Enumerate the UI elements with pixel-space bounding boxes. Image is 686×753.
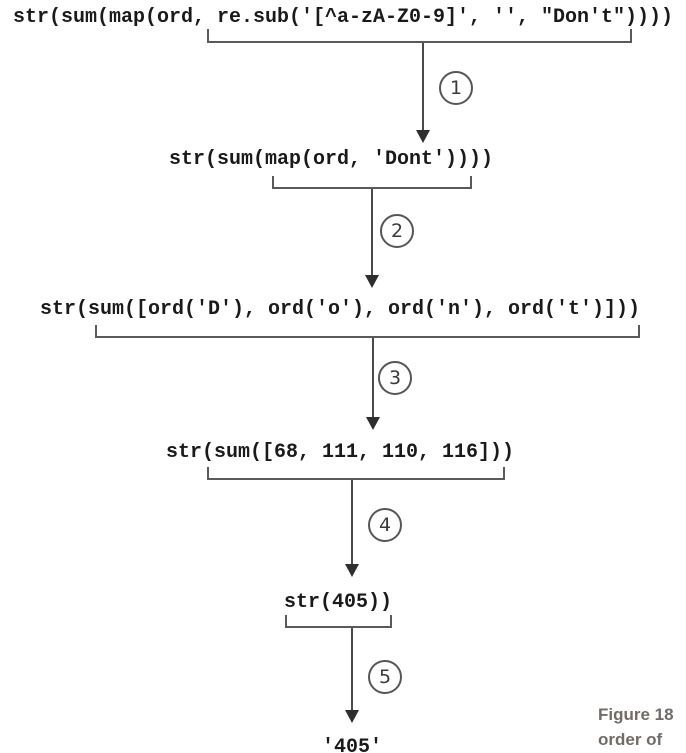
figure-caption-line-2: order of	[598, 730, 663, 749]
step-number-badge-4: 4	[368, 508, 402, 542]
expression-final-result: '405'	[321, 736, 383, 753]
arrow-shaft-step-1	[422, 43, 424, 130]
figure-caption-line-1: Figure 18	[598, 705, 674, 724]
figure-caption: Figure 18 order of	[598, 702, 674, 752]
step-number-label: 1	[449, 77, 463, 99]
expression-after-step-3: str(sum([68, 111, 110, 116]))	[165, 441, 515, 464]
step-number-label: 2	[390, 220, 404, 242]
underbrace-step-4	[207, 467, 505, 480]
step-number-badge-3: 3	[378, 361, 412, 395]
arrow-head-icon	[366, 417, 380, 430]
expression-original: str(sum(map(ord, re.sub('[^a-zA-Z0-9]', …	[12, 6, 674, 29]
expression-after-step-1: str(sum(map(ord, 'Dont'))))	[168, 148, 494, 171]
underbrace-step-2	[272, 176, 472, 189]
underbrace-step-3	[95, 325, 640, 338]
step-number-badge-2: 2	[380, 214, 414, 248]
arrow-shaft-step-4	[351, 480, 353, 564]
arrow-head-icon	[345, 710, 359, 723]
underbrace-step-5	[285, 615, 392, 628]
step-number-label: 4	[378, 514, 392, 536]
arrow-head-icon	[416, 130, 430, 143]
arrow-shaft-step-3	[372, 338, 374, 417]
step-number-label: 3	[388, 367, 402, 389]
expression-after-step-4: str(405))	[283, 591, 393, 614]
step-number-label: 5	[378, 666, 392, 688]
step-number-badge-5: 5	[368, 660, 402, 694]
expression-after-step-2: str(sum([ord('D'), ord('o'), ord('n'), o…	[39, 298, 641, 321]
underbrace-step-1	[207, 29, 632, 43]
arrow-head-icon	[345, 564, 359, 577]
arrow-head-icon	[365, 275, 379, 288]
step-number-badge-1: 1	[439, 71, 473, 105]
arrow-shaft-step-5	[351, 628, 353, 710]
arrow-shaft-step-2	[371, 189, 373, 275]
